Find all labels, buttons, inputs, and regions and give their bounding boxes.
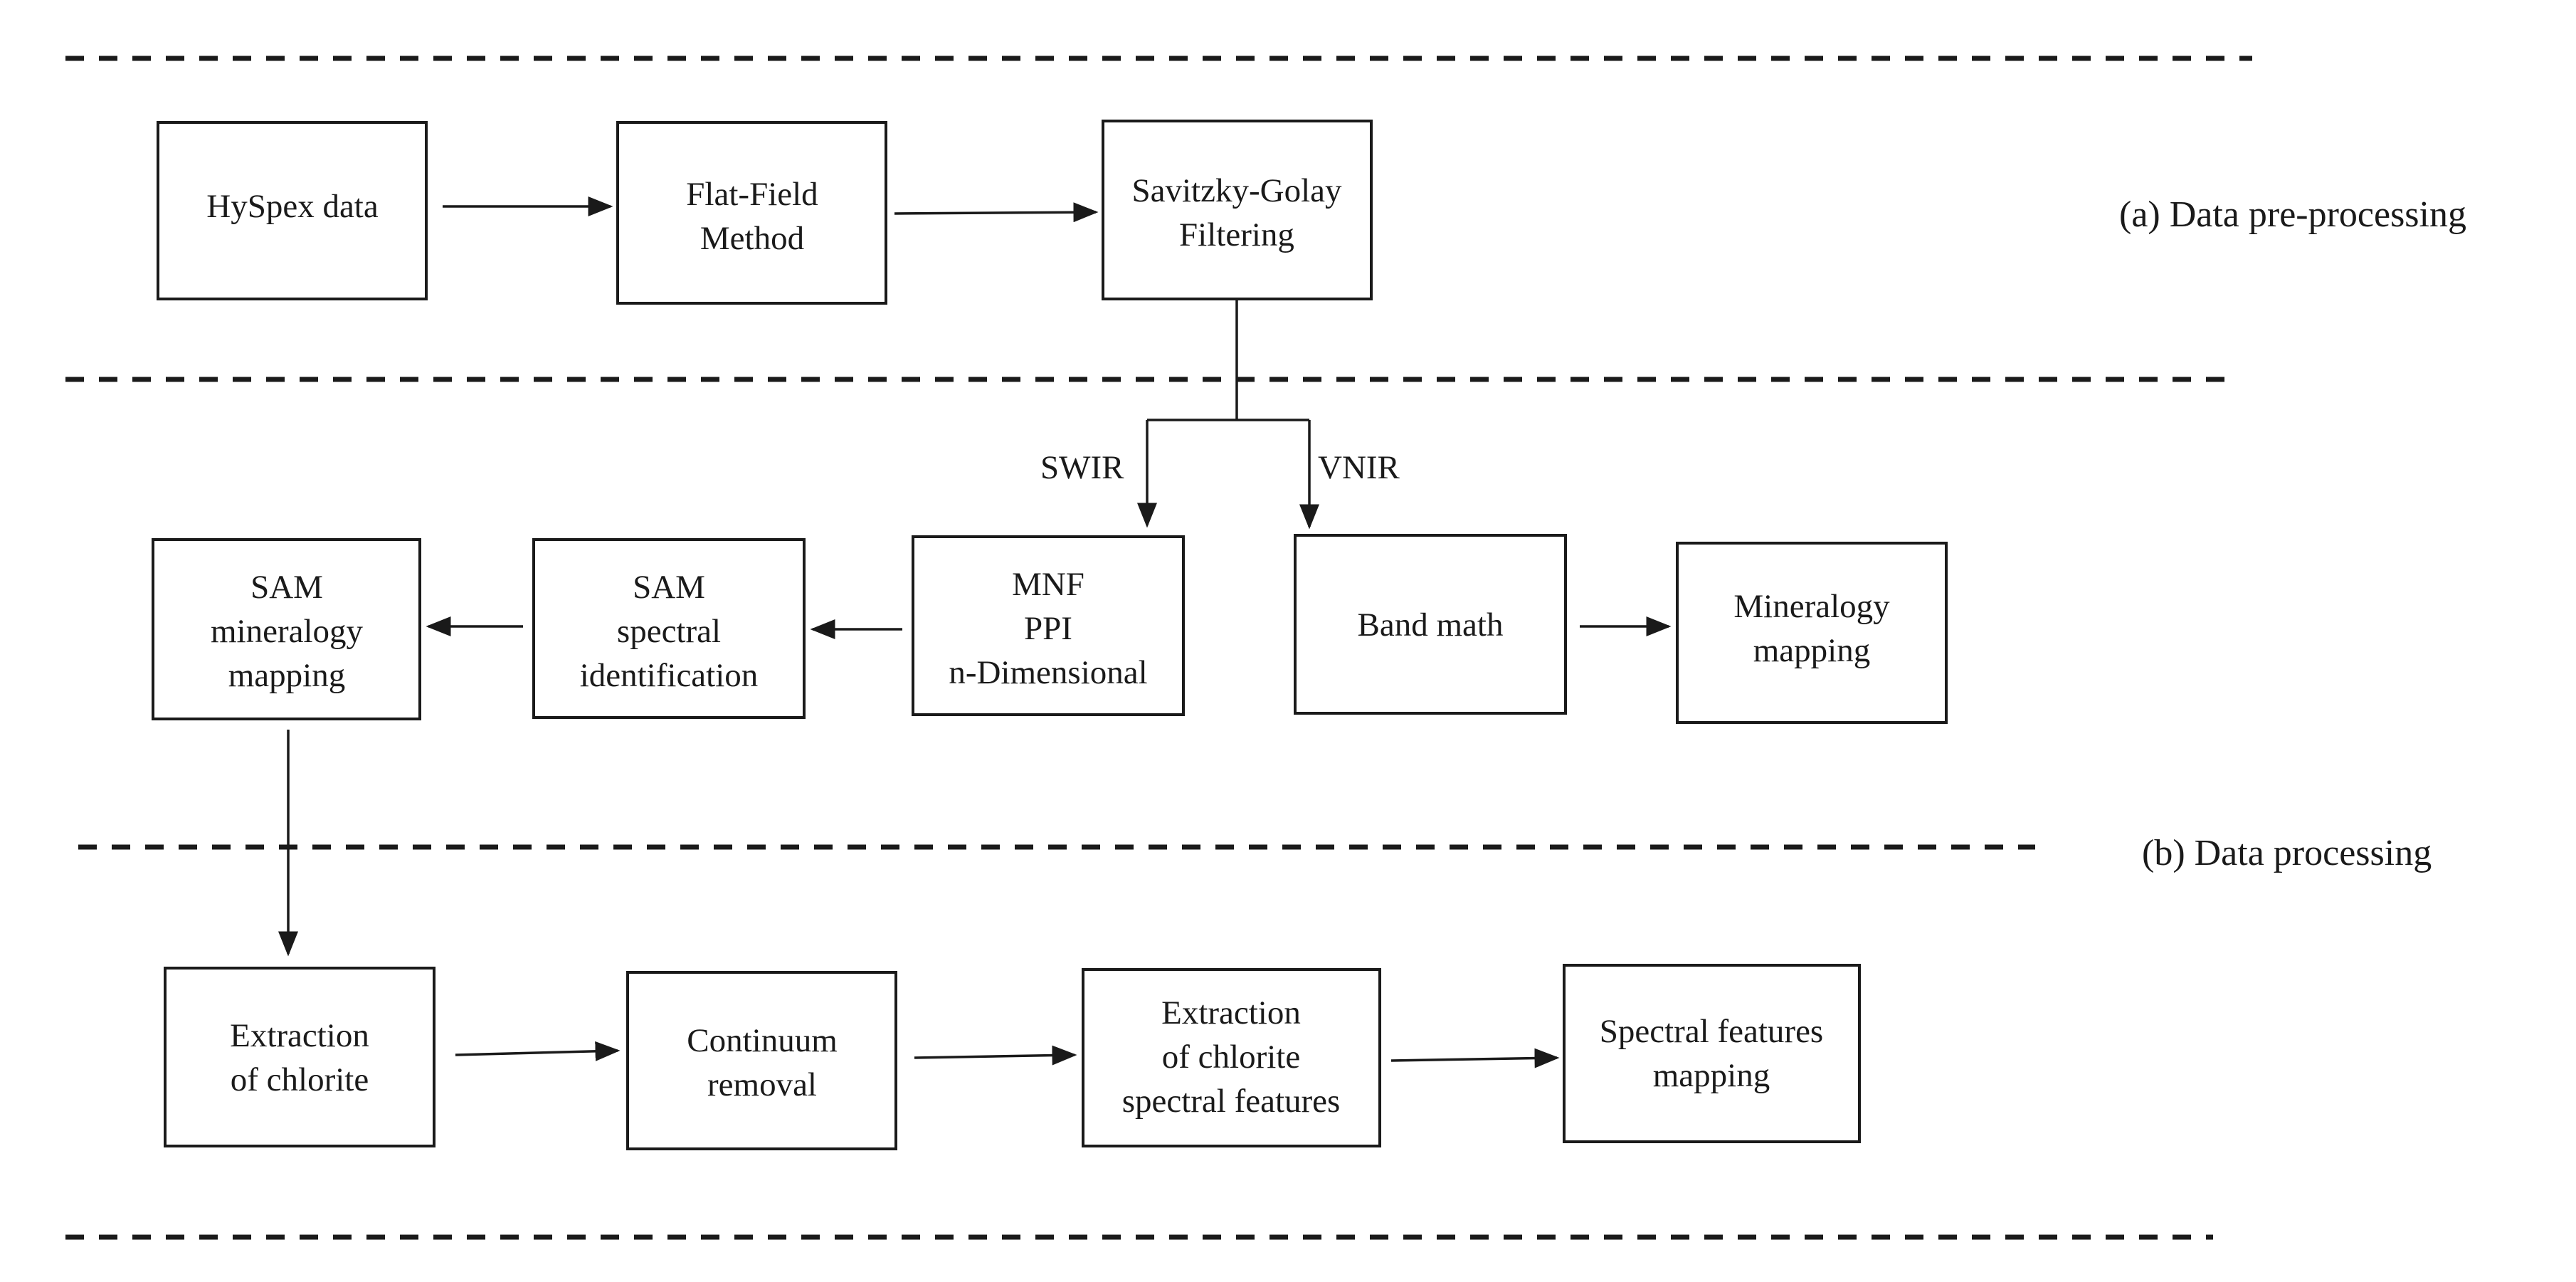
arrow-continuum-to-feature-extraction [914,1045,1077,1066]
section-label-processing: (b) Data processing [2142,833,2432,873]
arrow-feature-extraction-to-mapping [1390,1048,1560,1068]
hyspex-data-label: HySpex data [206,188,379,225]
band-math-label: Band math [1358,606,1504,643]
band-math-box: Band math [1294,534,1567,715]
hyspex-data-box: HySpex data [157,121,428,300]
arrow-flatfield-to-savitzky [894,202,1099,223]
branch-label-vnir: VNIR [1318,449,1400,486]
arrow-extraction-to-continuum [455,1041,621,1061]
section-label-preprocessing: (a) Data pre-processing [2119,194,2466,235]
branch-label-swir: SWIR [1040,449,1124,486]
